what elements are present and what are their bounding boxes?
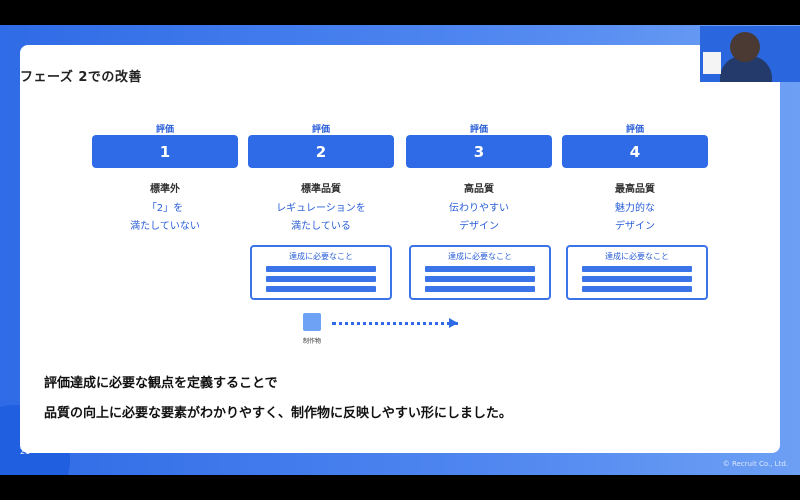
level-desc-4-line2: デザイン: [615, 221, 655, 232]
requirement-bar: [425, 276, 535, 282]
level-label-1: 評価: [155, 125, 174, 135]
level-number-box-2: 2: [248, 135, 394, 168]
level-name-3: 高品質: [464, 184, 494, 195]
arrow-right-icon: [449, 318, 458, 328]
artifact-label: 制作物: [302, 338, 321, 345]
requirement-bar: [266, 276, 376, 282]
level-desc-2-line2: 満たしている: [291, 221, 351, 232]
requirement-bar: [425, 286, 535, 292]
summary-line-1: 評価達成に必要な観点を定義することで: [44, 376, 278, 391]
level-name-2: 標準品質: [301, 184, 341, 195]
level-desc-3-line1: 伝わりやすい: [449, 203, 509, 214]
speaker-avatar: [730, 32, 760, 62]
requirement-bar: [266, 266, 376, 272]
requirement-box-2: 達成に必要なこと: [250, 245, 392, 300]
requirement-box-title: 達成に必要なこと: [289, 252, 353, 261]
level-desc-1: 「2」を 満たしていない: [92, 200, 238, 236]
copyright: © Recruit Co., Ltd.: [722, 460, 788, 468]
arrow-dotted-line: [332, 322, 458, 325]
level-desc-4: 魅力的な デザイン: [562, 200, 708, 236]
level-desc-4-line1: 魅力的な: [615, 203, 655, 214]
requirement-box-4: 達成に必要なこと: [566, 245, 708, 300]
slide-title: フェーズ 2での改善: [20, 70, 142, 85]
level-desc-3-line2: デザイン: [459, 221, 499, 232]
requirement-bar: [582, 266, 692, 272]
level-label-3: 評価: [469, 125, 488, 135]
page-number: 21: [20, 447, 31, 456]
requirement-box-title: 達成に必要なこと: [605, 252, 669, 261]
requirement-bar: [266, 286, 376, 292]
level-label-4: 評価: [625, 125, 644, 135]
requirement-bar: [425, 266, 535, 272]
requirement-bar: [582, 286, 692, 292]
level-desc-1-line1: 「2」を: [146, 203, 184, 214]
level-name-1: 標準外: [150, 184, 180, 195]
level-label-2: 評価: [311, 125, 330, 135]
artifact-icon: [303, 313, 321, 331]
requirement-box-title: 達成に必要なこと: [448, 252, 512, 261]
requirement-bar: [582, 276, 692, 282]
level-desc-2-line1: レギュレーションを: [276, 203, 366, 214]
requirement-box-3: 達成に必要なこと: [409, 245, 551, 300]
level-number-box-1: 1: [92, 135, 238, 168]
level-desc-3: 伝わりやすい デザイン: [406, 200, 552, 236]
level-name-4: 最高品質: [615, 184, 655, 195]
speaker-video: [700, 26, 800, 82]
level-desc-2: レギュレーションを 満たしている: [248, 200, 394, 236]
level-number-box-3: 3: [406, 135, 552, 168]
summary-line-2: 品質の向上に必要な要素がわかりやすく、制作物に反映しやすい形にしました。: [44, 406, 512, 421]
level-desc-1-line2: 満たしていない: [130, 221, 200, 232]
speaker-sign: [703, 52, 721, 74]
level-number-box-4: 4: [562, 135, 708, 168]
